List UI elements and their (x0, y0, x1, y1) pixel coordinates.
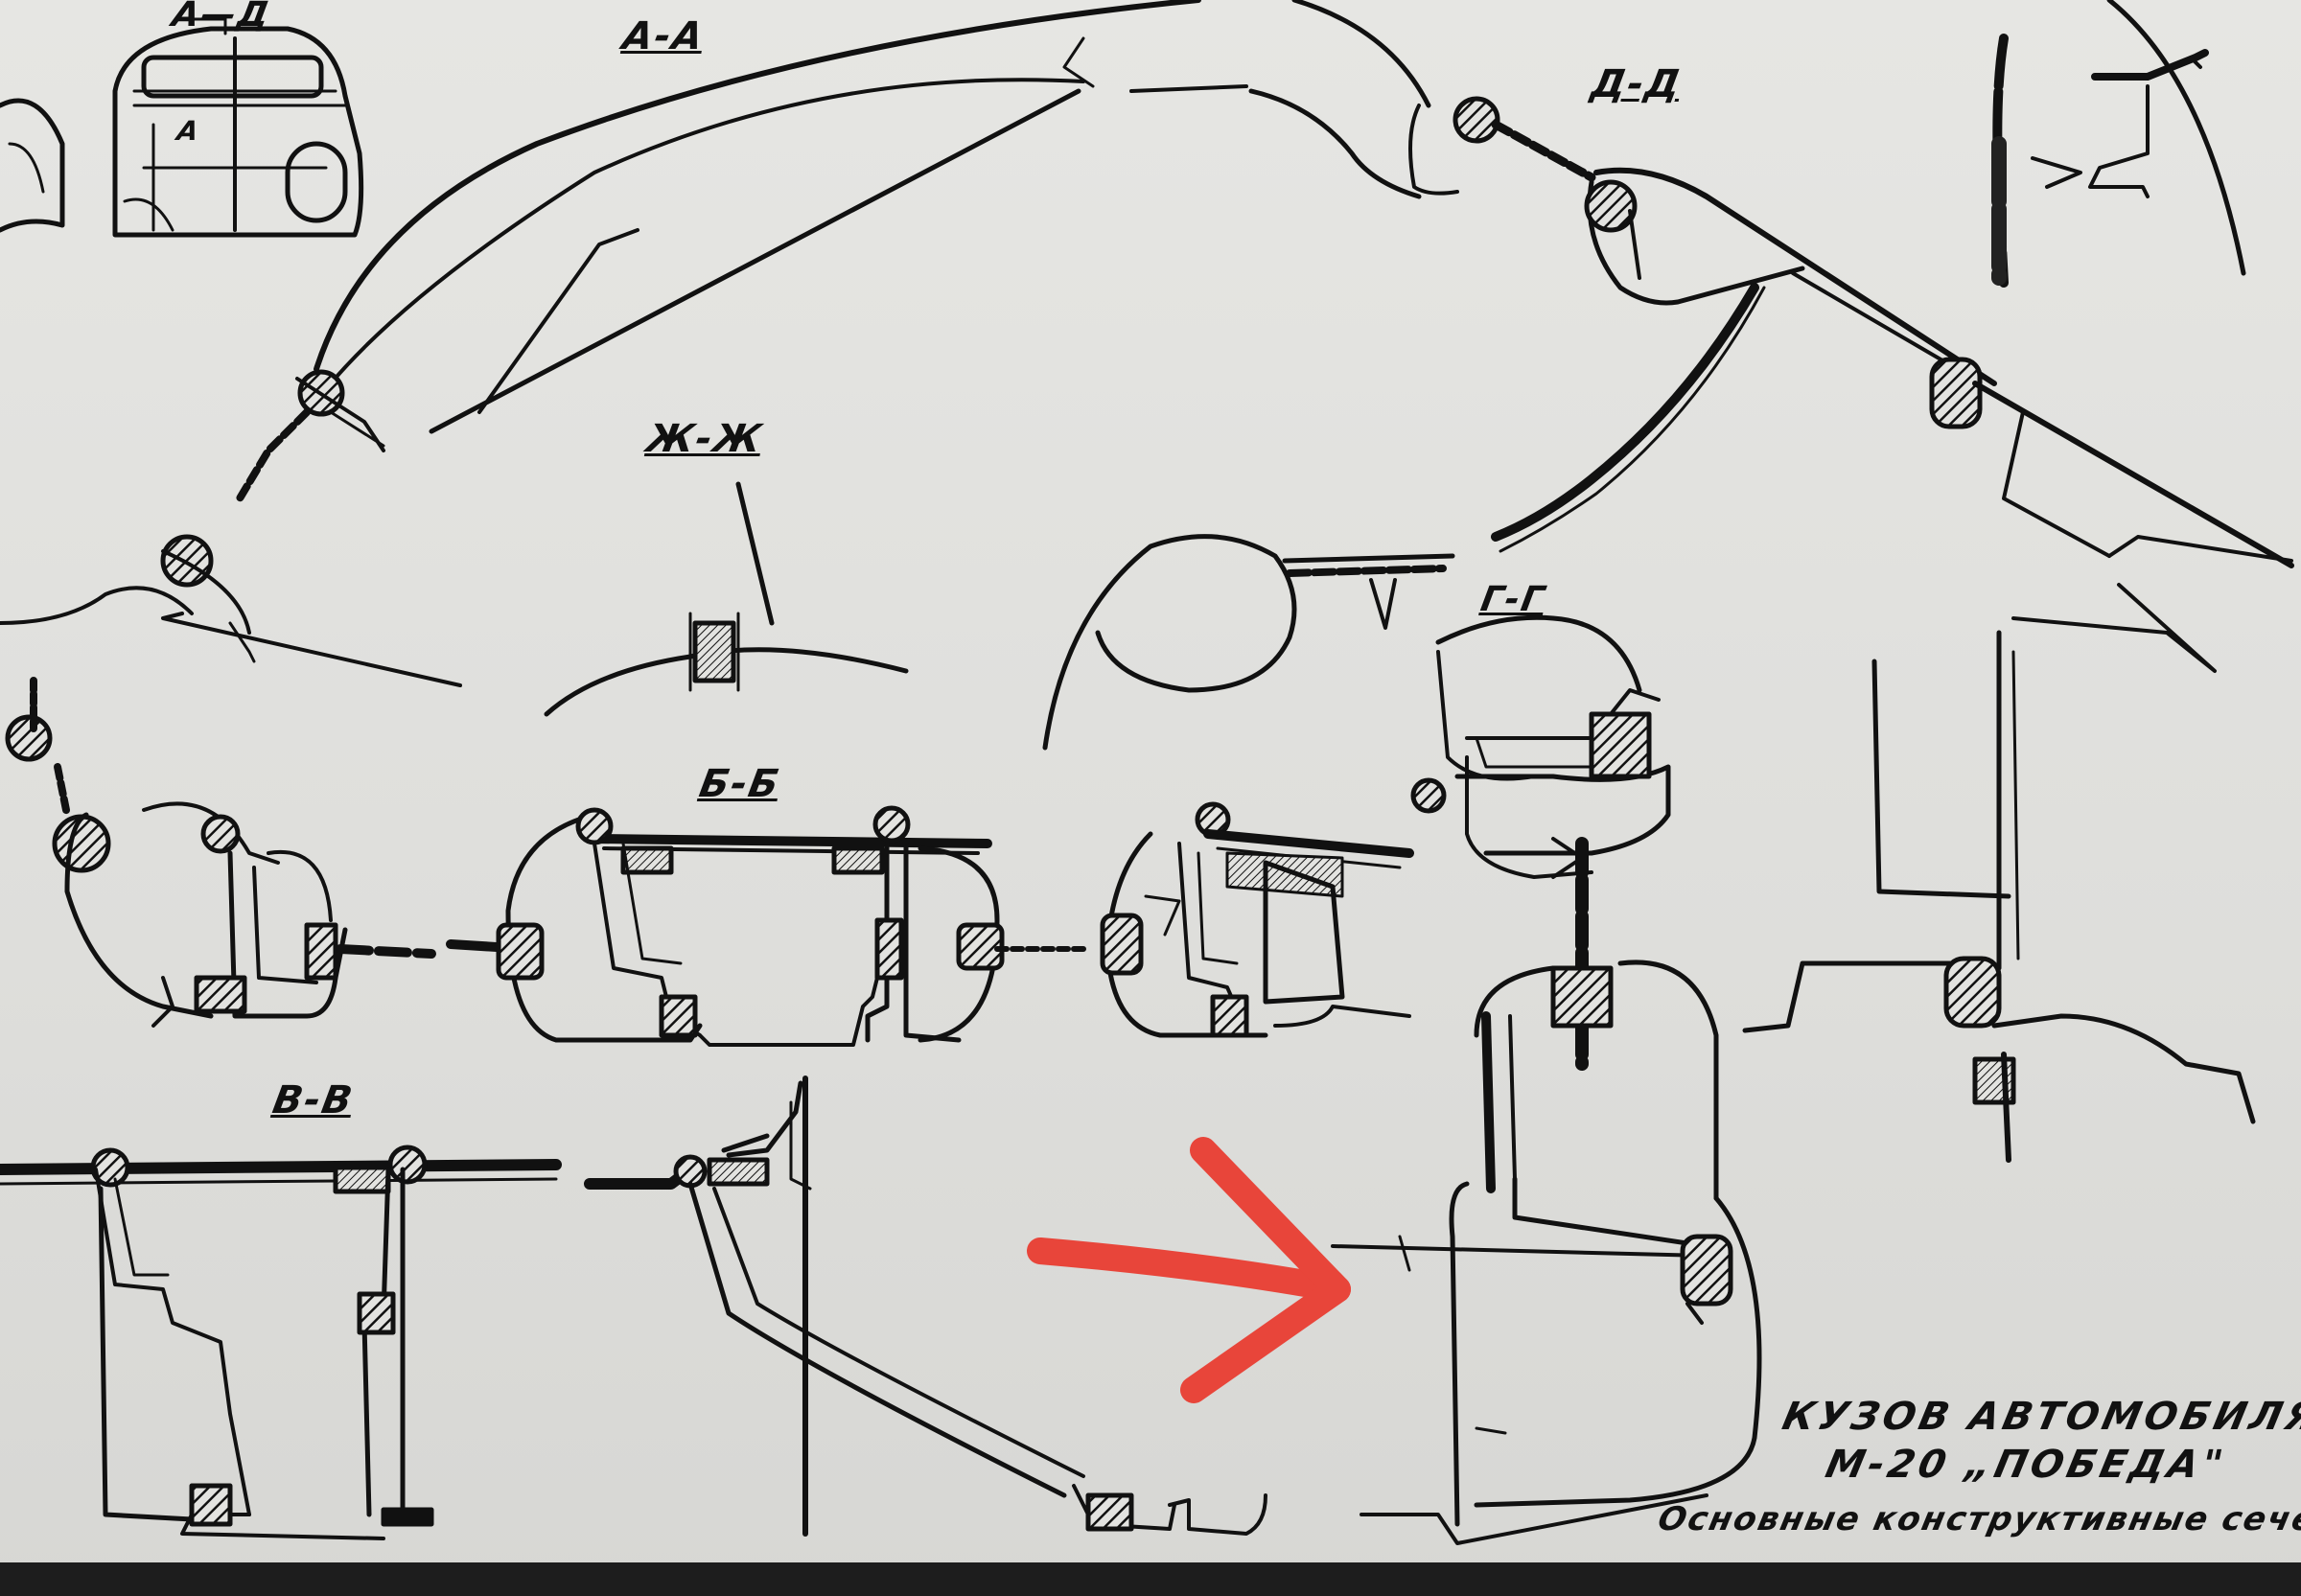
floor-section (584, 1076, 1267, 1537)
roof-section (0, 0, 1431, 687)
label-section-vv: В-В (268, 1078, 358, 1122)
drawing-title-line-2: М-20 „ПОБЕДА" (1822, 1443, 2231, 1487)
door-top-section (1408, 96, 2294, 673)
label-section-bb: Б-Б (695, 762, 784, 806)
window-channel-section (1991, 0, 2246, 288)
section-g-detail (1410, 614, 1671, 879)
label-view-ad: А—Д (169, 0, 274, 35)
red-arrow-annotation (1027, 1137, 1351, 1403)
label-section-gg: Г-Г (1477, 580, 1549, 619)
section-b-doors (496, 805, 1086, 1047)
drawing-subtitle: Основные конструктивные сечения (1654, 1500, 2301, 1538)
label-section-zhzh: Ж-Ж (642, 417, 767, 461)
section-b-right (1100, 801, 1414, 1038)
fender-section (1042, 534, 1455, 751)
car-rear-view (112, 17, 364, 238)
rear-wing-section (1742, 630, 2256, 1163)
section-v-sill (0, 1145, 562, 1540)
corner-fragment (0, 98, 65, 233)
pillar-section-left (5, 677, 532, 1028)
screen-bezel (0, 1562, 2301, 1596)
label-section-aa: А-А (618, 14, 709, 58)
drawing-title-line-1: КУЗОВ АВТОМОБИЛЯ (1778, 1395, 2301, 1439)
label-section-dd: Д-Д (1587, 62, 1685, 106)
sill-section (1331, 837, 1762, 1545)
section-zh-detail (544, 481, 909, 717)
